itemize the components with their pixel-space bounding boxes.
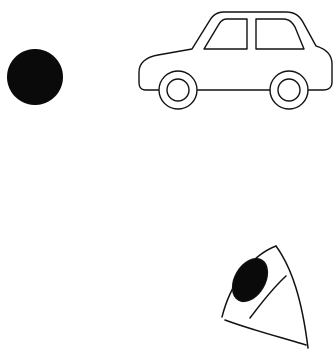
car-front-wheel bbox=[159, 71, 197, 109]
car-rear-wheel bbox=[270, 71, 308, 109]
car-front-window bbox=[204, 19, 247, 49]
car-rear-hub bbox=[278, 79, 300, 101]
car-body-outline bbox=[139, 12, 332, 90]
eye-outer-edge bbox=[276, 246, 308, 348]
eye-lower-lid bbox=[225, 320, 306, 345]
black-dot-icon bbox=[7, 49, 63, 105]
car-icon bbox=[139, 12, 332, 109]
eye-icon bbox=[222, 246, 308, 348]
eye-iris bbox=[226, 253, 275, 308]
car-rear-window bbox=[256, 19, 304, 49]
car-front-hub bbox=[167, 79, 189, 101]
